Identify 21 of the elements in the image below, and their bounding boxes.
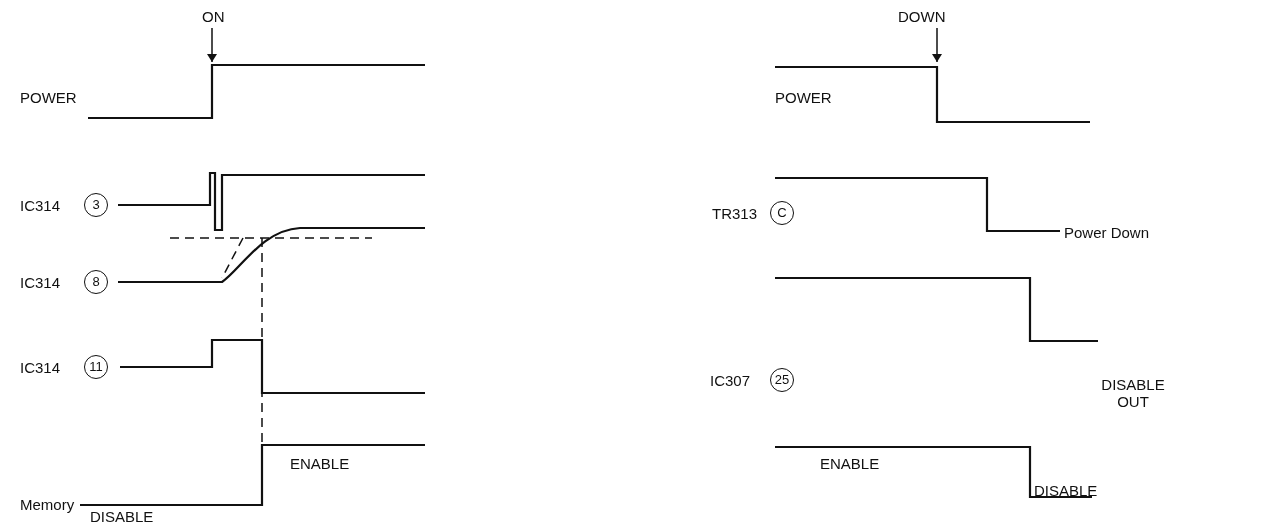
signal-label: Memory bbox=[20, 496, 75, 513]
signal-label: POWER bbox=[775, 89, 832, 106]
signal-label: IC314 bbox=[20, 197, 61, 214]
signal-label: IC307 bbox=[710, 372, 751, 389]
signal-label: Power Down bbox=[1064, 224, 1150, 241]
pin-number: 11 bbox=[84, 355, 108, 379]
pin-number: 3 bbox=[84, 193, 108, 217]
arrow-label: ON bbox=[202, 8, 225, 25]
pin-number: C bbox=[770, 201, 794, 225]
pin-number: 25 bbox=[770, 368, 794, 392]
state-label: DISABLE bbox=[90, 508, 154, 524]
state-label: ENABLE bbox=[290, 455, 350, 472]
signal-label: IC314 bbox=[20, 274, 61, 291]
signal-label: POWER bbox=[20, 89, 77, 106]
pin-number: 8 bbox=[84, 270, 108, 294]
arrow-label: DOWN bbox=[898, 8, 946, 25]
state-label: DISABLE bbox=[1034, 482, 1098, 499]
state-label: DISABLE OUT bbox=[1100, 376, 1166, 410]
signal-label: IC314 bbox=[20, 359, 61, 376]
signal-label: TR313 bbox=[712, 205, 758, 222]
state-label: ENABLE bbox=[820, 455, 880, 472]
